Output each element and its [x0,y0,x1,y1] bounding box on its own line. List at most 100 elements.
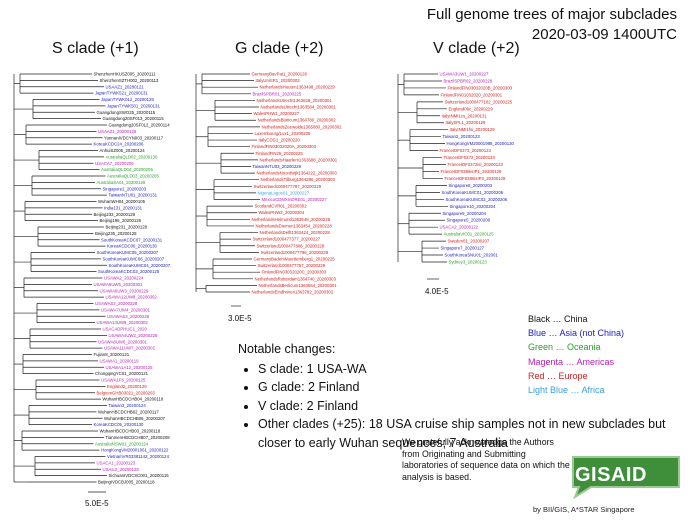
leaf-label: ItalyINMI1fsi_20200129 [450,127,496,132]
leaf-label: FinlandFIN25_20200225 [256,151,304,156]
leaf-label: HongKongVM20001988_20200130 [447,141,515,146]
leaf-label: NetherlandsRotterdam1364740_20200303 [255,276,337,281]
note-item: Other clades (+25): 18 USA cruise ship s… [258,415,690,452]
leaf-label: FinlandFIN03032020C_20200303 [262,270,327,275]
leaf-label: FinlandFIN01032020_20200301 [441,92,503,97]
g-scale-label: 3.0E-5 [228,314,252,323]
leaf-label: GermanyBavPat1_20200128 [252,72,308,77]
leaf-label: WuhanWH04_20200105 [98,199,146,204]
leaf-label: YunnanIVDCYN003_20200117 [104,135,164,140]
leaf-label: NetherlandsUtrecht1363564_20200301 [261,105,337,110]
leaf-label: Singapore5_20200206 [447,218,491,223]
leaf-label: USAWA13UW9_20200302 [97,320,149,325]
leaf-label: USAIL2_20200128 [103,467,140,472]
page-title: Full genome trees of major subclades [426,6,677,23]
leaf-label: AustraliaQLD04_20200205 [101,167,153,172]
leaf-label: Taiwan2_20200123 [443,134,481,139]
leaf-label: Singapore2_20200203 [103,186,147,191]
leaf-label: AustraliaVIC01_20200125 [444,232,495,237]
leaf-label: NigeriaLagos01_20200227 [258,190,310,195]
leaf-label: USAWA12UW8_20200302 [106,295,158,300]
leaf-label: BrazilSPBR01_20200225 [253,91,302,96]
leaf-label: USAAZ1_20200121 [106,84,145,89]
legend-item-asia: Blue … Asia (not China) [528,328,625,339]
leaf-label: NetherlandsNoordwijk1364222_20200303 [257,171,338,176]
leaf-label: USAWAS2_20200228 [95,301,138,306]
leaf-label: Beijing195_20200126 [100,218,142,223]
leaf-label: TianmenHBCDCHB07_20200208 [106,435,171,440]
leaf-label: Singapore10_20200204 [450,204,496,209]
leaf-label: MexicoCDMXInDRE01_20200227 [262,197,328,202]
gisaid-logo [572,456,680,499]
leaf-label: AustraliaNSW01_20200124 [95,441,149,446]
leaf-label: Guangdong20SF013_20200115 [103,116,165,121]
leaf-label: NetherlandsDiemen1363454_20200228 [256,223,333,228]
leaf-label: JapanTYWK501_20200131 [107,103,160,108]
leaf-label: WuhanHBCDCHB02_20200117 [98,409,159,414]
leaf-label: Singapore9_20200204 [443,211,487,216]
leaf-label: USAWAS3_20200228 [107,314,150,319]
leaf-label: ItalyCDG1_20200220 [259,138,301,143]
leaf-label: USAWA11UW7_20200302 [104,346,156,351]
leaf-label: USAWA1A12_20200125 [106,365,154,370]
leaf-label: NetherlandsHaarlem1363688_20200301 [260,157,338,162]
leaf-label: USAWA4UW2_20200228 [109,333,158,338]
leaf-label: India131_20200131 [104,205,143,210]
notes-header: Notable changes: [238,342,336,356]
leaf-label: FranceIDF0386isIP3_20200128 [445,176,507,181]
leaf-label: SouthKoreaKUMC04_20200207 [109,263,171,268]
color-legend: Black … China Blue … Asia (not China) Gr… [528,312,624,397]
s-scale-label: 5.0E-5 [85,499,109,508]
leaf-label: KoreaKCDC24_20200206 [94,142,145,147]
s-clade-heading: S clade (+1) [52,40,139,57]
leaf-label: WalesPHW2_20200304 [259,210,305,215]
leaf-label: USAWA3UW1_20200227 [440,72,489,77]
leaf-label: NetherlandsHouten1363498_20200229 [260,85,336,90]
leaf-label: USAWA1_20200119 [100,358,140,363]
leaf-label: FinlandFIN03032020A_20200303 [252,144,317,149]
leaf-label: England2_20200129 [107,384,147,389]
leaf-label: FinlandFIN03032020B_20200303 [448,85,513,90]
leaf-label: BeijingIVDCBJ005_20200118 [98,480,155,485]
leaf-label: NetherlandsZeewolde1365080_20200302 [262,124,343,129]
leaf-label: FranceIDF0372isl_20200123 [448,162,504,167]
leaf-label: FranceIDF0373_20200123 [440,148,492,153]
leaf-label: NetherlandsDelft1363424_20200228 [260,230,331,235]
leaf-label: ShenzhenHKUSZ005_20200111 [94,72,157,77]
leaf-label: VietnamVR03381142_20200124 [107,454,170,459]
leaf-label: Singapore7_20200127 [441,246,485,251]
leaf-label: Beijing231_20200128 [106,225,148,230]
leaf-label: WuhanHBCDCHB03_20200118 [100,429,161,434]
leaf-label: ShenzhenSZTH002_20200113 [100,78,160,83]
g-clade-heading: G clade (+2) [235,40,324,57]
leaf-label: NetherlandsHelmond1363548_20200229 [252,217,331,222]
leaf-label: USAWA7UW4_20200301 [101,307,150,312]
leaf-label: ItalyUniSR1_20200303 [256,78,301,83]
leaf-label: SichuanIVDCSC001_20200115 [109,473,170,478]
leaf-label: SouthKoreaSNU01_202001 [445,253,499,258]
gisaid-logo-text: GISAID [575,464,647,486]
leaf-label: Luxembourg/Lux1_20200229 [255,131,312,136]
leaf-label: USAWA2_20200224 [104,276,144,281]
leaf-label: GermanyBadenWuerttemberg1_20200225 [254,256,336,261]
leaf-label: SouthKoreaKCDC07_20200131 [101,237,163,242]
leaf-label: ChongqingYC01_20200121 [95,371,149,376]
leaf-label: NetherlandsBerlicum1363564_20200301 [259,283,338,288]
leaf-label: Sydney3_20200123 [449,260,488,265]
leaf-label: KoreaKCDC05_20200130 [94,422,145,427]
note-item: S clade: 1 USA-WA [258,360,690,379]
leaf-label: SouthKoreaKUMC02_20200206 [446,197,508,202]
leaf-label: ItalyINMI1cs_20200131 [442,113,488,118]
leaf-label: BrazilSPBR02_20200228 [444,78,493,83]
notable-changes: Notable changes: S clade: 1 USA-WA G cla… [238,340,690,452]
legend-item-americas: Magenta … Americas [528,356,615,367]
leaf-label: NetherlandsTilburg1364286_20200303 [261,177,336,182]
leaf-label: FranceIDF0386isIP1_20200128 [441,169,503,174]
leaf-label: ScotlandCVR01_20200302 [255,204,308,209]
leaf-label: WuhanHBCDCHB06_20200207 [104,416,166,421]
leaf-label: GuangdongSWO25_20200115 [97,110,156,115]
v-scale-label: 4.0E-5 [425,287,449,296]
leaf-label: USACADPHUC1_2020 [103,327,148,332]
note-item: V clade: 2 Finland [258,397,690,416]
